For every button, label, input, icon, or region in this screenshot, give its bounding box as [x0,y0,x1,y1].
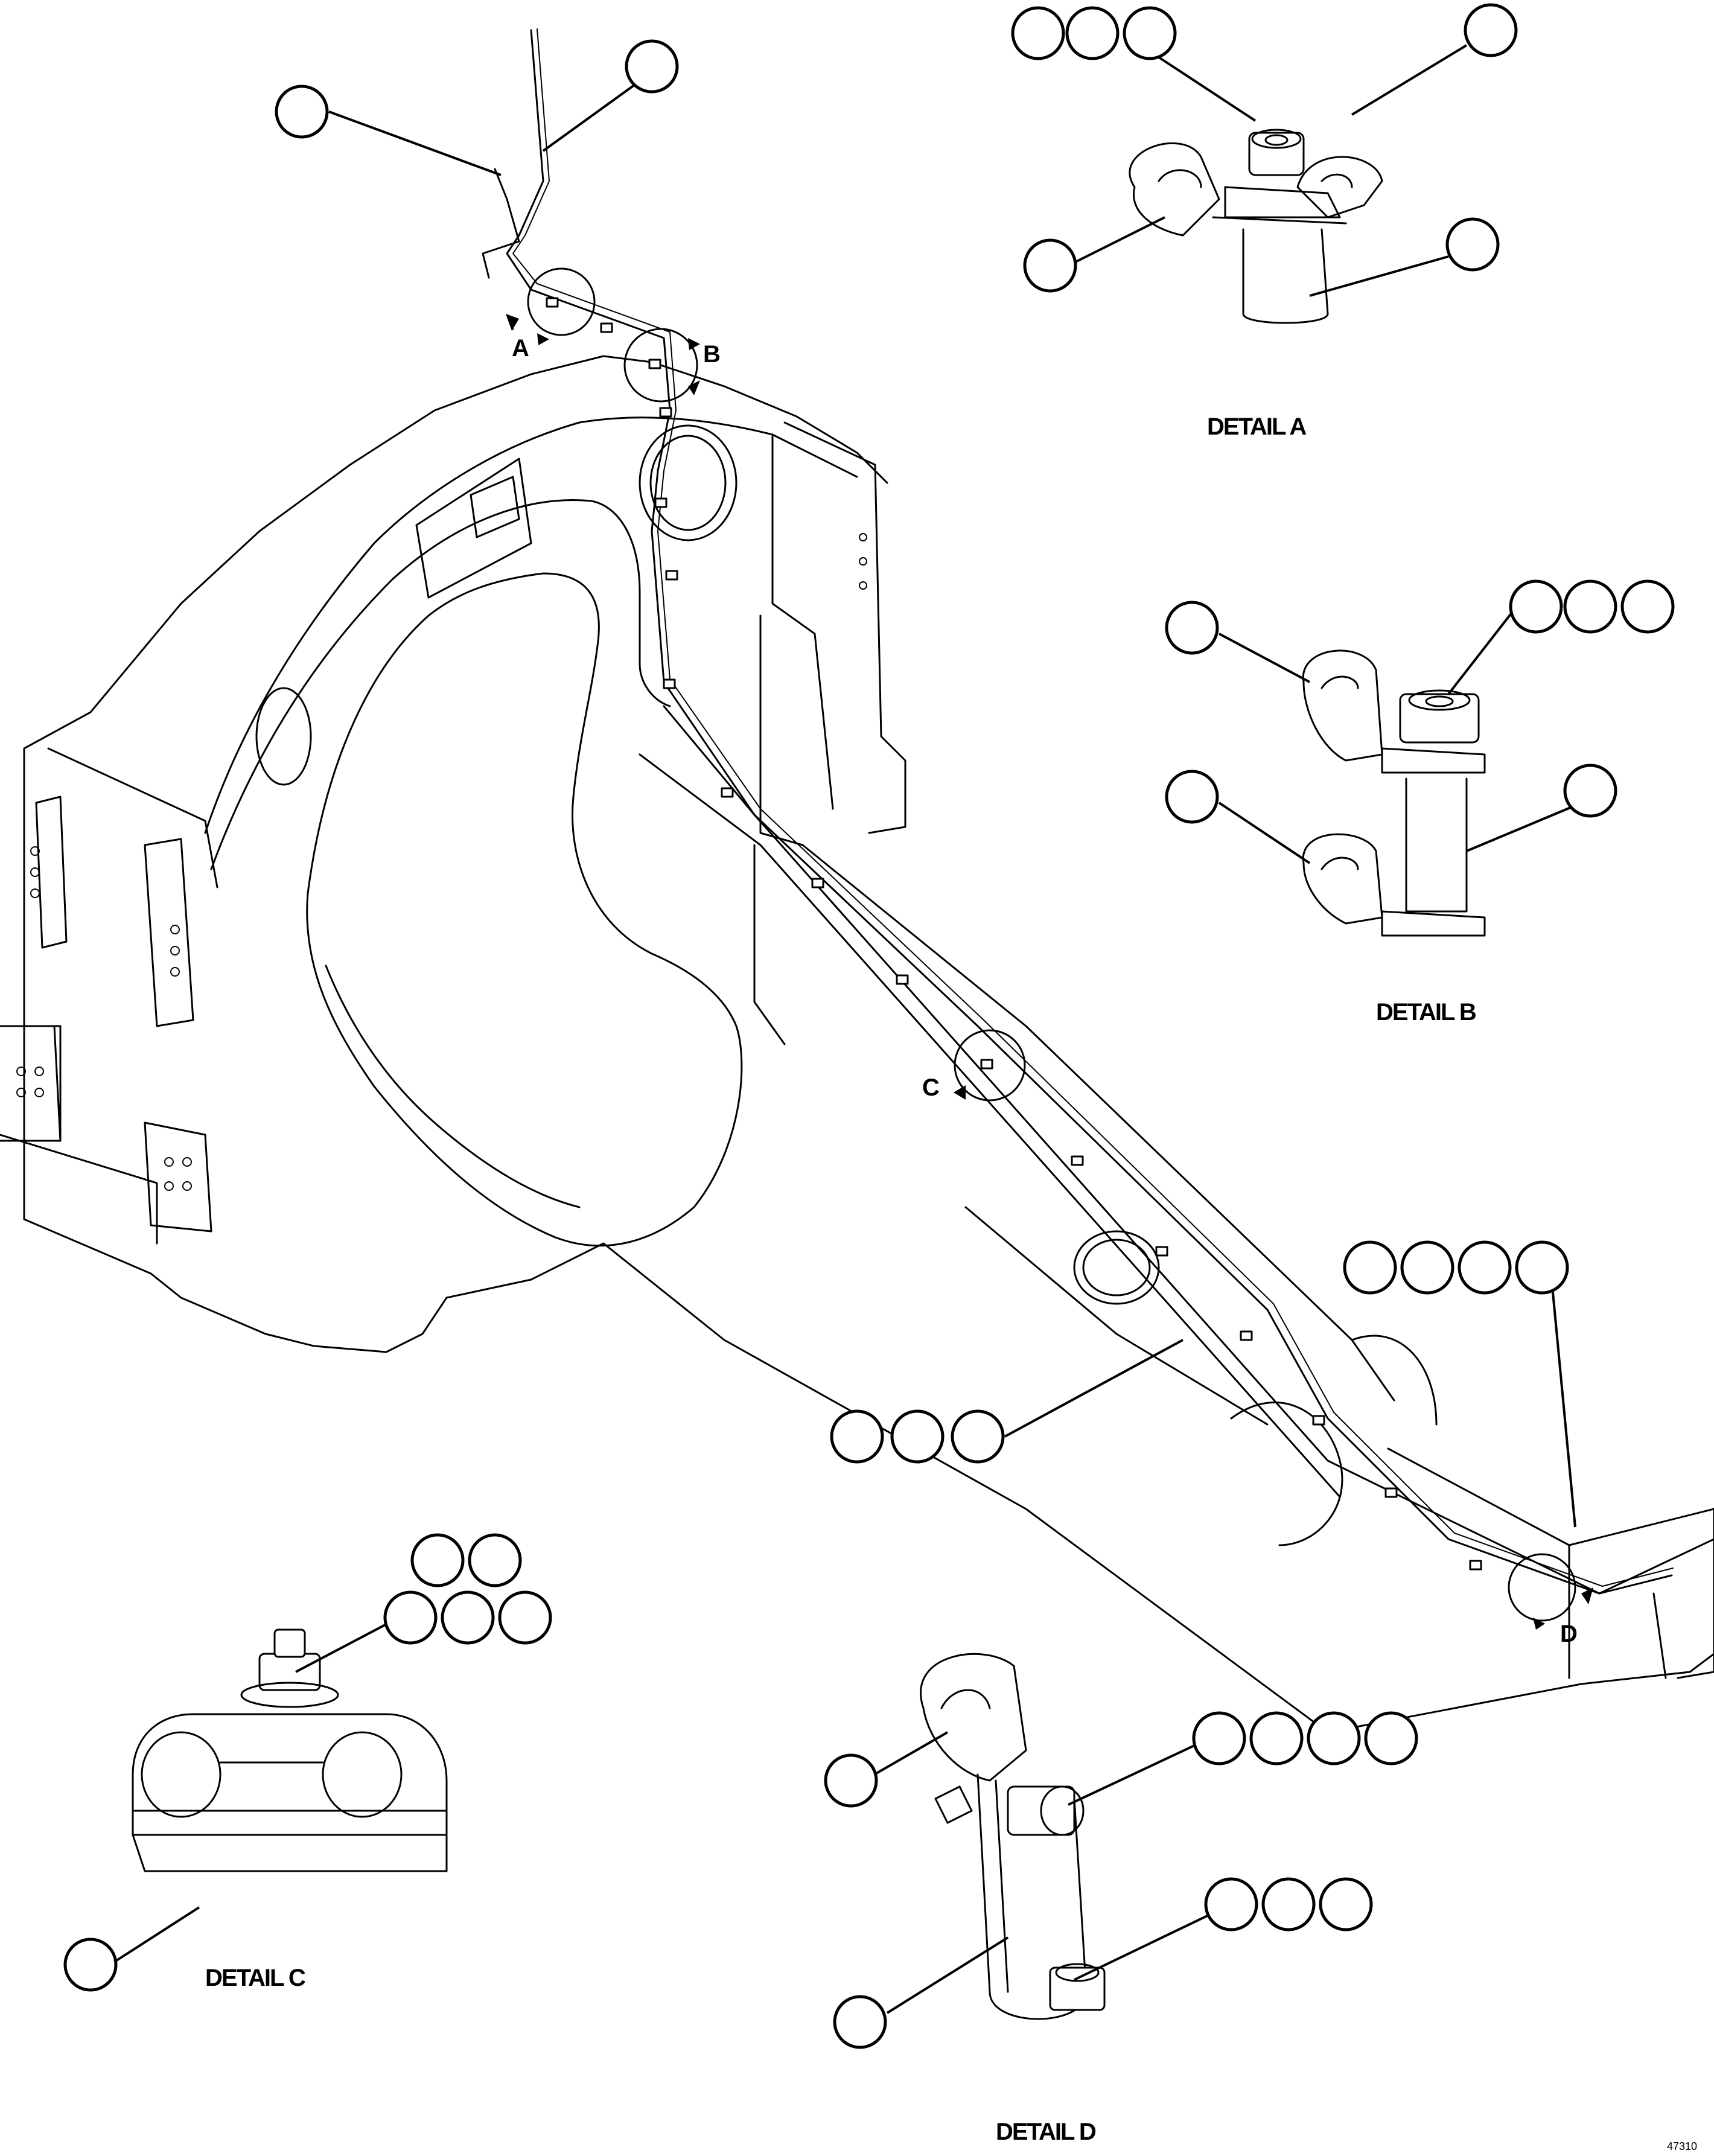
pivot-bore-side [255,687,312,786]
callout-balloon [1204,1877,1258,1931]
detail-a-title: DETAIL A [1207,413,1306,440]
callout-balloon [275,85,329,139]
callout-balloon [1011,6,1065,60]
view-indicator-a: A [506,267,596,362]
view-indicator-d: D [1508,1553,1593,1647]
detail-d-title: DETAIL D [996,2119,1096,2145]
callout-balloon [1445,217,1500,272]
callout-balloon [890,1409,945,1464]
callout-balloon [468,1533,522,1587]
view-letter-c: C [922,1074,940,1101]
figure-id-label: 47310 [1667,2140,1697,2152]
callout-balloon [441,1590,495,1645]
view-indicator-c: C [922,1029,1026,1102]
callout-balloon [1464,3,1518,57]
tube-routing [482,28,1674,1595]
callout-balloon [1458,1240,1512,1295]
callout-balloon [1400,1240,1454,1295]
callout-balloon [1364,1711,1418,1765]
main-frame-assembly [0,355,1714,1733]
callout-balloon [1563,579,1617,634]
callout-balloon [410,1533,465,1587]
callout-balloon [1343,1240,1397,1295]
callout-balloon [833,1995,887,2049]
callout-balloon [383,1590,438,1645]
bolt-hole-group [16,533,867,1191]
callout-balloon [1509,579,1563,634]
callout-balloon [1563,764,1617,818]
callout-balloon [1165,770,1219,824]
callout-balloon [1515,1240,1569,1295]
callout-balloon [824,1753,878,1808]
callout-balloon [1123,6,1177,60]
view-letter-a: A [512,335,529,362]
callout-balloon [1249,1711,1304,1765]
pivot-bore-lower [1073,1230,1160,1305]
detail-b-title: DETAIL B [1376,999,1476,1025]
callout-balloon [830,1409,884,1464]
callout-balloon [625,39,679,94]
callout-balloon [1307,1711,1361,1765]
detail-c-drawing [132,1628,448,1872]
detail-b-drawing [1302,649,1486,937]
callout-balloon [1620,579,1675,634]
reference-balloons [63,3,1675,2049]
leader-lines [113,44,1597,2014]
callout-balloon [951,1409,1005,1464]
callout-balloon [1192,1711,1246,1765]
detail-a-drawing [1129,129,1383,324]
callout-balloon [1261,1877,1316,1931]
view-indicator-b: B [623,328,721,403]
callout-balloon [1065,6,1120,60]
view-letter-d: D [1560,1621,1578,1647]
tube-clamps [546,297,1482,1571]
callout-balloon [1023,238,1077,293]
callout-balloon [63,1938,118,1992]
pivot-bore-upper [639,424,738,541]
detail-c-title: DETAIL C [205,1965,305,1991]
detail-d-drawing [920,1653,1106,2020]
callout-balloon [1165,601,1219,655]
callout-balloon [498,1590,552,1645]
view-letter-b: B [703,341,721,368]
callout-balloon [1319,1877,1373,1931]
